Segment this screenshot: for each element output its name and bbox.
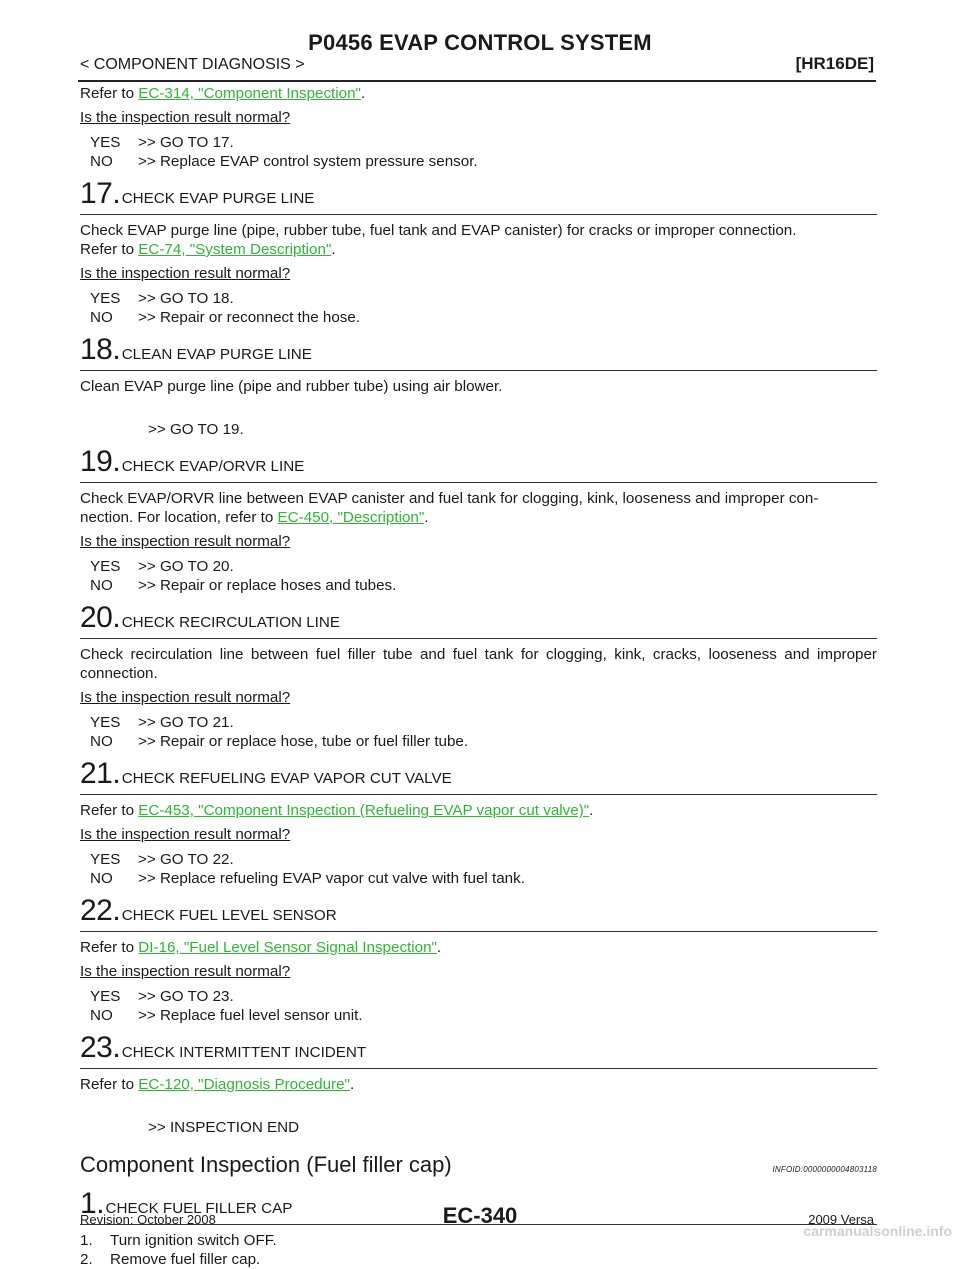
step-21-question: Is the inspection result normal? (80, 826, 291, 843)
step-21-heading: 21.CHECK REFUELING EVAP VAPOR CUT VALVE (80, 759, 877, 795)
yes-row: YES>> GO TO 22. (90, 851, 234, 868)
step-21-refer: Refer to EC-453, "Component Inspection (… (80, 802, 594, 819)
link-ec-314[interactable]: EC-314, "Component Inspection" (138, 85, 361, 102)
step-1-heading: 1.CHECK FUEL FILLER CAP (80, 1189, 877, 1225)
step-17-refer: Refer to EC-74, "System Description". (80, 241, 336, 258)
step-22-heading: 22.CHECK FUEL LEVEL SENSOR (80, 896, 877, 932)
link-ec-453[interactable]: EC-453, "Component Inspection (Refueling… (138, 802, 590, 819)
link-ec-450[interactable]: EC-450, "Description" (277, 509, 425, 526)
yes-row: YES>> GO TO 20. (90, 558, 234, 575)
model-label: 2009 Versa (808, 1212, 874, 1227)
document-body: Refer to EC-314, "Component Inspection".… (80, 84, 877, 1269)
list-item: 1.Turn ignition switch OFF. (80, 1232, 277, 1249)
step-21-answers: YES>> GO TO 22. NO>> Replace refueling E… (80, 850, 877, 888)
intro-answers: YES>> GO TO 17. NO>> Replace EVAP contro… (80, 133, 877, 171)
step-17-answers: YES>> GO TO 18. NO>> Repair or reconnect… (80, 289, 877, 327)
section-title: Component Inspection (Fuel filler cap) (80, 1152, 452, 1177)
step-18-goto: >> GO TO 19. (148, 421, 244, 438)
no-row: NO>> Repair or replace hose, tube or fue… (90, 733, 469, 750)
intro-question: Is the inspection result normal? (80, 109, 291, 126)
step-23-refer: Refer to EC-120, "Diagnosis Procedure". (80, 1076, 355, 1093)
yes-row: YES>> GO TO 18. (90, 290, 234, 307)
engine-label: [HR16DE] (795, 54, 874, 73)
step-23-goto: >> INSPECTION END (148, 1119, 300, 1136)
step-19-text: Check EVAP/ORVR line between EVAP canist… (80, 490, 819, 507)
step-19-refer: nection. For location, refer to EC-450, … (80, 509, 429, 526)
step-19-question: Is the inspection result normal? (80, 533, 291, 550)
link-ec-120[interactable]: EC-120, "Diagnosis Procedure" (138, 1076, 350, 1093)
no-row: NO>> Replace EVAP control system pressur… (90, 153, 478, 170)
list-item: 2.Remove fuel filler cap. (80, 1251, 261, 1268)
no-row: NO>> Repair or replace hoses and tubes. (90, 577, 397, 594)
revision-label: Revision: October 2008 (80, 1212, 216, 1227)
step-17-text: Check EVAP purge line (pipe, rubber tube… (80, 222, 797, 239)
step-17-heading: 17.CHECK EVAP PURGE LINE (80, 179, 877, 215)
header-rule (78, 80, 876, 82)
no-row: NO>> Replace refueling EVAP vapor cut va… (90, 870, 525, 887)
link-ec-74[interactable]: EC-74, "System Description" (138, 241, 332, 258)
watermark: carmanualsonline.info (803, 1223, 952, 1239)
yes-row: YES>> GO TO 21. (90, 714, 234, 731)
step-18-text: Clean EVAP purge line (pipe and rubber t… (80, 378, 503, 395)
section-label: < COMPONENT DIAGNOSIS > (80, 56, 305, 73)
step-1-list: 1.Turn ignition switch OFF. 2.Remove fue… (80, 1231, 877, 1269)
yes-row: YES>> GO TO 17. (90, 134, 234, 151)
component-inspection-section: Component Inspection (Fuel filler cap) I… (80, 1152, 877, 1179)
link-di-16[interactable]: DI-16, "Fuel Level Sensor Signal Inspect… (138, 939, 437, 956)
step-19-heading: 19.CHECK EVAP/ORVR LINE (80, 447, 877, 483)
yes-row: YES>> GO TO 23. (90, 988, 234, 1005)
step-20-heading: 20.CHECK RECIRCULATION LINE (80, 603, 877, 639)
step-22-answers: YES>> GO TO 23. NO>> Replace fuel level … (80, 987, 877, 1025)
page-number: EC-340 (442, 1203, 518, 1228)
intro-refer: Refer to EC-314, "Component Inspection". (80, 85, 366, 102)
step-17-question: Is the inspection result normal? (80, 265, 291, 282)
step-20-answers: YES>> GO TO 21. NO>> Repair or replace h… (80, 713, 877, 751)
step-22-question: Is the inspection result normal? (80, 963, 291, 980)
page-title: P0456 EVAP CONTROL SYSTEM (308, 30, 652, 55)
step-18-heading: 18.CLEAN EVAP PURGE LINE (80, 335, 877, 371)
no-row: NO>> Repair or reconnect the hose. (90, 309, 361, 326)
step-19-answers: YES>> GO TO 20. NO>> Repair or replace h… (80, 557, 877, 595)
step-20-text: Check recirculation line between fuel fi… (80, 646, 877, 682)
step-20-question: Is the inspection result normal? (80, 689, 291, 706)
no-row: NO>> Replace fuel level sensor unit. (90, 1007, 363, 1024)
step-22-refer: Refer to DI-16, "Fuel Level Sensor Signa… (80, 939, 442, 956)
info-id: INFOID:0000000004803118 (772, 1165, 877, 1174)
step-23-heading: 23.CHECK INTERMITTENT INCIDENT (80, 1033, 877, 1069)
